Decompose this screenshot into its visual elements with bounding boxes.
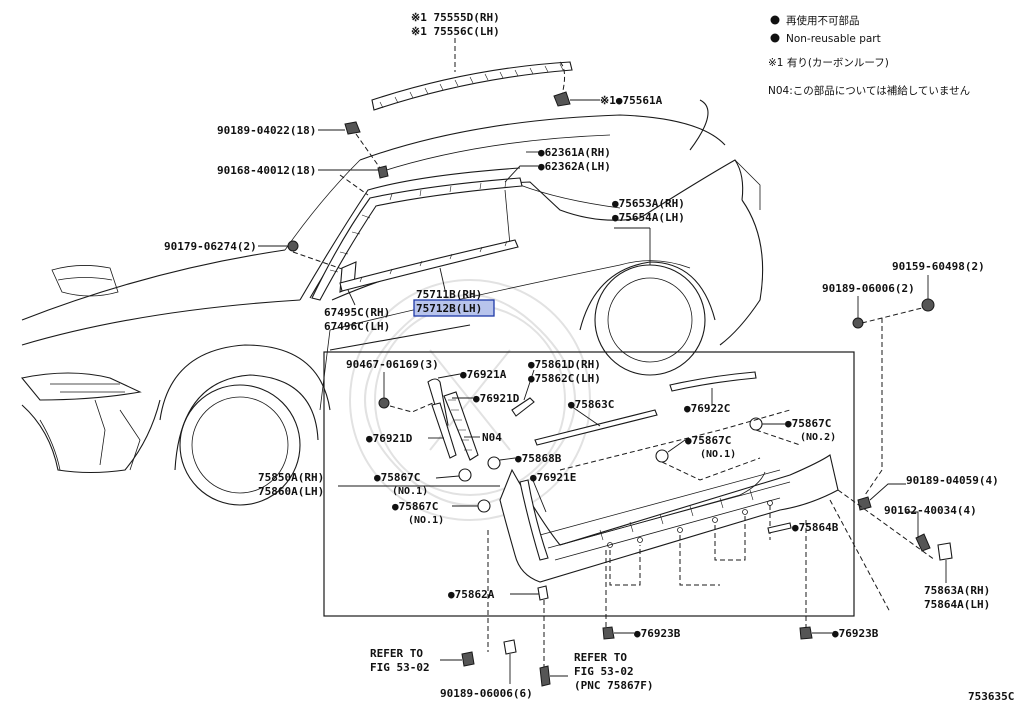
label-75555d: ※1 75555D(RH) (411, 11, 500, 24)
legend-dot-en: Non-reusable part (786, 33, 881, 45)
clip-76923b-right (799, 626, 813, 640)
label-refer2-c: (PNC 75867F) (574, 679, 653, 692)
label-75864b: ●75864B (792, 521, 839, 534)
label-90179-06274: 90179-06274(2) (164, 240, 257, 253)
label-62362a: ●62362A(LH) (538, 160, 611, 173)
molding-76922c (669, 371, 757, 392)
label-67495c: 67495C(RH) (324, 306, 390, 319)
clip-90189-04059 (857, 496, 872, 511)
screw-refer-fig53 (539, 665, 551, 687)
part-labels: ※1 75555D(RH) ※1 75556C(LH) ※1●75561A 90… (164, 11, 1014, 703)
highlight-75712b (413, 299, 495, 317)
label-no1-mid-right: (NO.1) (700, 449, 736, 460)
label-75863a: 75863A(RH) (924, 584, 990, 597)
label-75862a: ●75862A (448, 588, 495, 601)
label-62361a: ●62361A(RH) (538, 146, 611, 159)
label-refer2-a: REFER TO (574, 651, 627, 664)
label-75867c-mid-right: ●75867C (685, 434, 731, 447)
label-90168-40012: 90168-40012(18) (217, 164, 316, 177)
clip-90189-04022 (344, 121, 361, 135)
label-75653a: ●75653A(RH) (612, 197, 685, 210)
molding-75863a (937, 542, 953, 561)
label-75850a: 75850A(RH) (258, 471, 324, 484)
label-no1-left1: (NO.1) (392, 486, 428, 497)
label-76921d-upper: ●76921D (473, 392, 520, 405)
label-76923b-left: ●76923B (634, 627, 681, 640)
label-refer1-b: FIG 53-02 (370, 661, 430, 674)
label-90159-60498: 90159-60498(2) (892, 260, 985, 273)
label-75863c: ●75863C (568, 398, 614, 411)
label-75654a: ●75654A(LH) (612, 211, 685, 224)
label-90189-04059: 90189-04059(4) (906, 474, 999, 487)
clip-90467-06169 (378, 397, 390, 409)
label-75864a: 75864A(LH) (924, 598, 990, 611)
roof-molding (371, 61, 573, 111)
label-90189-06006-2: 90189-06006(2) (822, 282, 915, 295)
molding-75863c (534, 409, 658, 446)
label-75868b: ●75868B (515, 452, 562, 465)
figure-id: 753635C (968, 690, 1014, 703)
molding-75861d (511, 397, 535, 417)
label-n04: N04 (482, 431, 502, 444)
clip-75867c-no1-right (655, 449, 669, 463)
clip-90159-60498 (921, 298, 935, 312)
clip-76923b-left (602, 626, 615, 640)
label-67496c: 67496C(LH) (324, 320, 390, 333)
protector-76921d-lower (431, 402, 457, 459)
window-frame-molding (311, 177, 523, 301)
label-75861d: ●75861D(RH) (528, 358, 601, 371)
label-75711b: 75711B(RH) (416, 288, 482, 301)
label-76922c: ●76922C (684, 402, 730, 415)
clip-90189-06006-lower (503, 639, 517, 655)
clip-75561a (553, 91, 571, 107)
belt-molding (339, 239, 519, 292)
label-75556c: ※1 75556C(LH) (411, 25, 500, 38)
screw-90168-40012 (377, 165, 389, 179)
label-75862c: ●75862C(LH) (528, 372, 601, 385)
label-90162-40034: 90162-40034(4) (884, 504, 977, 517)
label-no1-left2: (NO.1) (408, 515, 444, 526)
label-76921a: ●76921A (460, 368, 507, 381)
legend-note-n04: N04:この部品については補給していません (768, 84, 970, 97)
label-no2: (NO.2) (800, 432, 836, 443)
molding-75864b (767, 522, 792, 534)
label-90189-06006-6: 90189-06006(6) (440, 687, 533, 700)
label-76921e: ●76921E (530, 471, 576, 484)
label-90189-04022: 90189-04022(18) (217, 124, 316, 137)
clip-refer-fig53-left (461, 651, 475, 667)
label-75867c-left2: ●75867C (392, 500, 438, 513)
legend-note-1: ※1 有り(カーボンルーフ) (768, 56, 889, 69)
label-75860a: 75860A(LH) (258, 485, 324, 498)
label-75867c-left1: ●75867C (374, 471, 420, 484)
clip-75867c-no1-mid (458, 468, 472, 482)
label-75712b: 75712B(LH) (416, 302, 482, 315)
clip-90179-06274 (287, 240, 299, 252)
detail-frame (323, 351, 855, 617)
label-75867c-no2: ●75867C (785, 417, 831, 430)
rocker-panel-75850a (499, 454, 839, 583)
legend-dot-2 (770, 33, 780, 43)
clip-90189-06006-upper (852, 317, 864, 329)
label-refer1-a: REFER TO (370, 647, 423, 660)
molding-75862a (537, 585, 549, 601)
screw-90162-40034 (915, 533, 931, 552)
label-76923b-right: ●76923B (832, 627, 879, 640)
legend-dot-1 (770, 15, 780, 25)
label-76921d-lower: ●76921D (366, 432, 413, 445)
legend-dot-jp: 再使用不可部品 (786, 14, 860, 27)
label-75561a: ※1●75561A (600, 94, 663, 107)
label-refer2-b: FIG 53-02 (574, 665, 634, 678)
clip-75868b (487, 456, 501, 470)
label-90467-06169: 90467-06169(3) (346, 358, 439, 371)
clip-75867c-no1-low (477, 499, 491, 513)
legend: 再使用不可部品 Non-reusable part ※1 有り(カーボンルーフ)… (768, 14, 970, 97)
protector-76921d-upper (443, 391, 479, 461)
